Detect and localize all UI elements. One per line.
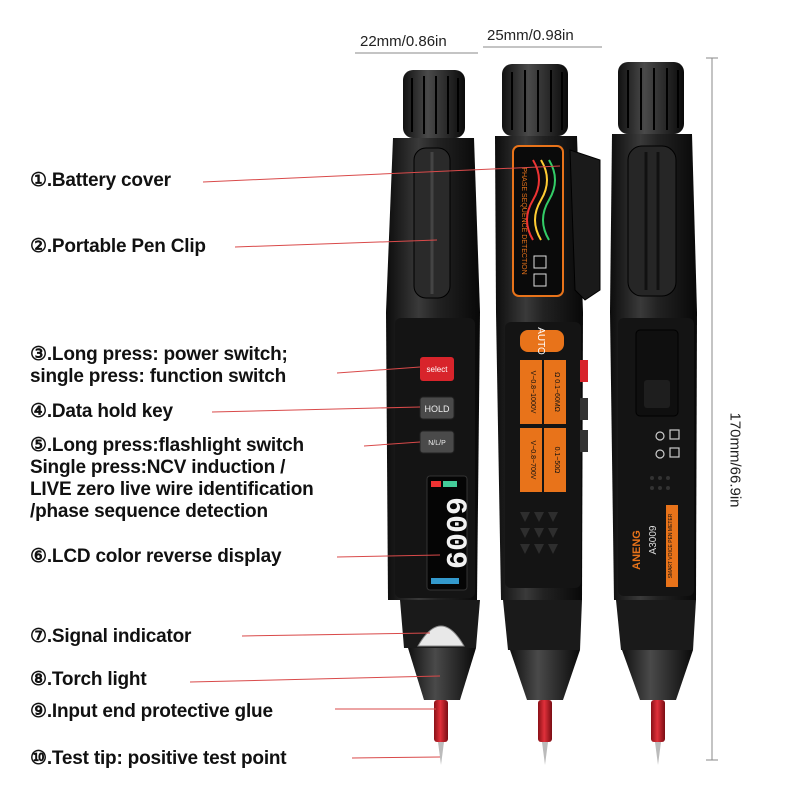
subtitle-text: SMART VOICE PEN METER	[668, 513, 674, 578]
pen-middle: PHASE SEQUENCE DETECTION AUTO V~0.8~1000…	[495, 64, 601, 765]
lcd-reading: 6009	[437, 497, 471, 569]
lcd-screen	[426, 475, 468, 591]
pen-right: ANENG A3009 SMART VOICE PEN METER	[610, 62, 697, 765]
range-cell-1	[520, 360, 542, 424]
range-label-1: V~0.8~1000V	[529, 371, 536, 414]
model-text: A3009	[648, 525, 659, 554]
signal-indicator	[417, 625, 465, 647]
label-data-hold: ④.Data hold key	[30, 401, 173, 422]
phase-panel-text: PHASE SEQUENCE DETECTION	[520, 167, 527, 274]
label-protective-glue: ⑨.Input end protective glue	[30, 701, 273, 722]
leader-lines	[189, 165, 561, 759]
hold-button[interactable]	[419, 396, 455, 420]
label-lcd-display: ⑥.LCD color reverse display	[30, 546, 282, 567]
label-signal-indicator: ⑦.Signal indicator	[30, 626, 192, 647]
pen-right-clip	[627, 145, 677, 297]
select-button-label: select	[427, 365, 449, 374]
side-button-hold[interactable]	[580, 398, 588, 420]
phase-panel	[512, 145, 564, 297]
label-pen-clip: ②.Portable Pen Clip	[30, 236, 206, 257]
pen-middle-test-tip	[542, 742, 548, 765]
side-button-red[interactable]	[580, 360, 588, 382]
pen-left-cap	[403, 70, 465, 138]
pen-left-tip-cone	[408, 648, 476, 700]
range-label-4: 0.1~50Ω	[553, 447, 560, 474]
range-cell-2	[544, 360, 566, 424]
pen-right-test-tip	[655, 742, 661, 765]
pen-right-tip-cone	[622, 650, 693, 700]
brand-logo-text: ANENG	[631, 530, 643, 570]
pen-middle-collar	[503, 600, 582, 650]
label-battery-cover: ①.Battery cover	[30, 170, 171, 191]
range-cell-3	[520, 428, 542, 492]
pen-left-test-tip	[438, 742, 444, 765]
label-test-tip: ⑩.Test tip: positive test point	[30, 748, 287, 769]
pen-left-collar	[400, 600, 480, 648]
label-torch-light: ⑧.Torch light	[30, 669, 147, 690]
auto-badge	[520, 330, 564, 352]
pen-middle-clip	[569, 149, 601, 301]
pen-left-tip-glue	[434, 700, 448, 742]
range-cell-4	[544, 428, 566, 492]
dimension-lines	[355, 46, 718, 761]
hold-button-label: HOLD	[424, 404, 450, 414]
auto-badge-text: AUTO	[535, 327, 546, 355]
range-label-2: Ω 0.1~60MΩ	[553, 372, 560, 412]
pen-right-tip-glue	[651, 700, 665, 742]
dimension-width-small: 22mm/0.86in	[360, 33, 447, 50]
select-button[interactable]	[420, 357, 454, 381]
pen-middle-tip-glue	[538, 700, 552, 742]
dimension-width-large: 25mm/0.98in	[487, 27, 574, 44]
pen-left: select HOLD N/L/P 6009	[386, 70, 480, 765]
pen-right-icons	[655, 429, 680, 459]
range-label-3: V~0.8~700V	[529, 441, 536, 480]
nlp-button-label: N/L/P	[428, 440, 446, 447]
pen-right-collar	[616, 600, 696, 650]
pen-middle-tip-cone	[510, 650, 580, 700]
label-power-switch: ③.Long press: power switch;single press:…	[30, 344, 288, 387]
side-button-nlp[interactable]	[580, 430, 588, 452]
